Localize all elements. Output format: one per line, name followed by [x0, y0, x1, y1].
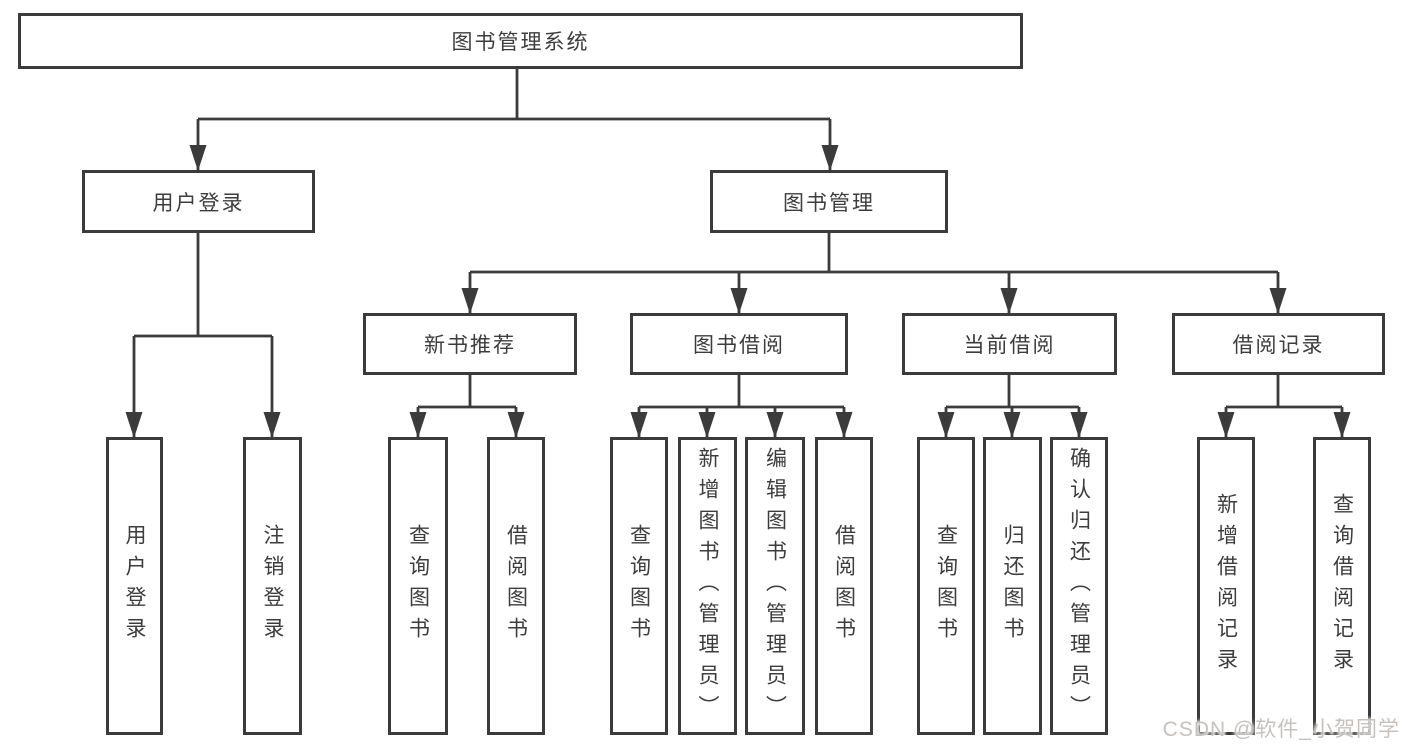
- leaf-label: 查询借阅记录: [1330, 493, 1354, 679]
- leaf-return-books: 归还图书: [983, 437, 1042, 735]
- node-book-borrowing: 图书借阅: [630, 313, 848, 375]
- leaf-label: 新增借阅记录: [1214, 493, 1238, 679]
- leaf-recommend-query-books: 查询图书: [388, 437, 448, 735]
- node-label: 用户登录: [152, 191, 245, 215]
- leaf-label: 查询图书: [934, 524, 958, 648]
- node-book-management: 图书管理: [710, 170, 948, 233]
- node-label: 借阅记录: [1232, 334, 1325, 357]
- leaf-label: 用户登录: [123, 524, 146, 648]
- leaf-label: 新增图书（管理员）: [696, 446, 719, 726]
- node-label: 图书管理系统: [451, 31, 590, 54]
- node-new-book-recommendation: 新书推荐: [363, 313, 577, 375]
- leaf-label: 注销登录: [261, 524, 284, 648]
- leaf-user-login: 用户登录: [106, 437, 163, 735]
- node-current-borrowing: 当前借阅: [902, 313, 1117, 375]
- node-user-login: 用户登录: [82, 170, 315, 233]
- leaf-add-book-admin: 新增图书（管理员）: [678, 437, 737, 735]
- leaf-label: 查询图书: [406, 524, 430, 648]
- leaf-borrowing-query-books: 查询图书: [610, 437, 668, 735]
- leaf-label: 查询图书: [627, 524, 651, 648]
- leaf-label: 确认归还（管理员）: [1067, 446, 1091, 726]
- leaf-borrowing-borrow-books: 借阅图书: [815, 437, 873, 735]
- leaf-recommend-borrow-books: 借阅图书: [487, 437, 545, 735]
- leaf-current-query-books: 查询图书: [917, 437, 975, 735]
- leaf-add-borrow-record: 新增借阅记录: [1197, 437, 1255, 735]
- csdn-watermark: CSDN @软件_小贺同学: [1162, 718, 1400, 741]
- node-borrowing-records: 借阅记录: [1172, 313, 1385, 375]
- leaf-edit-book-admin: 编辑图书（管理员）: [745, 437, 805, 735]
- leaf-confirm-return-admin: 确认归还（管理员）: [1050, 437, 1108, 735]
- leaf-label: 归还图书: [1001, 524, 1024, 648]
- leaf-label: 编辑图书（管理员）: [763, 446, 787, 726]
- node-library-management-system: 图书管理系统: [18, 13, 1023, 69]
- leaf-query-borrow-record: 查询借阅记录: [1313, 437, 1371, 735]
- leaf-label: 借阅图书: [504, 524, 528, 648]
- node-label: 图书借阅: [693, 334, 785, 357]
- node-label: 图书管理: [783, 191, 875, 215]
- node-label: 当前借阅: [963, 334, 1056, 357]
- node-label: 新书推荐: [424, 334, 516, 357]
- leaf-logout: 注销登录: [243, 437, 302, 735]
- leaf-label: 借阅图书: [832, 524, 856, 648]
